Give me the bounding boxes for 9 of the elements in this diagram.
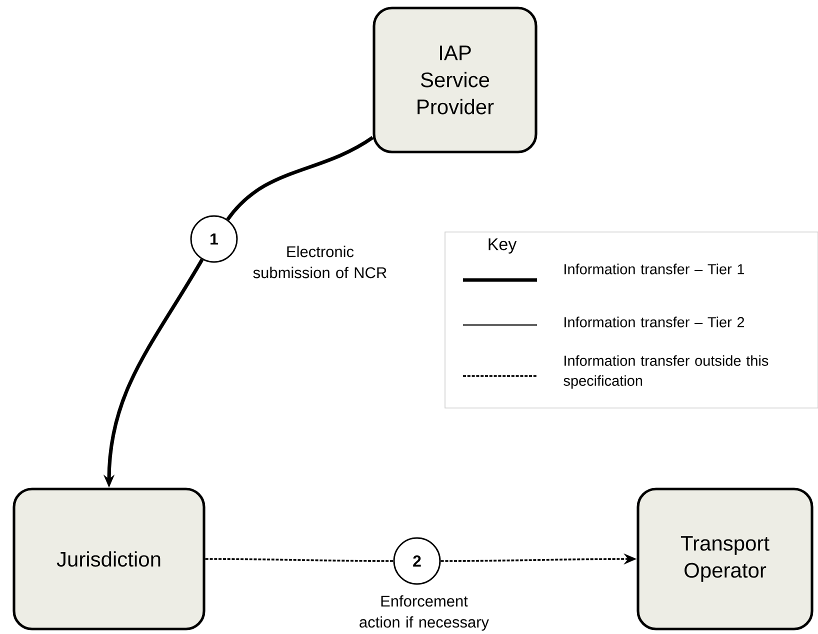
legend-text: Information transfer – Tier 2 <box>564 316 744 328</box>
process-box: IAP Service Provider <box>372 6 538 154</box>
step-caption: Enforcement action if necessary <box>360 595 489 631</box>
legend-text: Information transfer – Tier 1 <box>564 264 744 274</box>
process-box: Transport Operator <box>636 488 814 630</box>
legend-title: Key <box>488 238 517 254</box>
process-box: Jurisdiction <box>12 488 206 630</box>
legend-text: Information transfer outside this specification <box>564 355 768 389</box>
step-caption: Electronic submission of NCR <box>253 246 386 278</box>
